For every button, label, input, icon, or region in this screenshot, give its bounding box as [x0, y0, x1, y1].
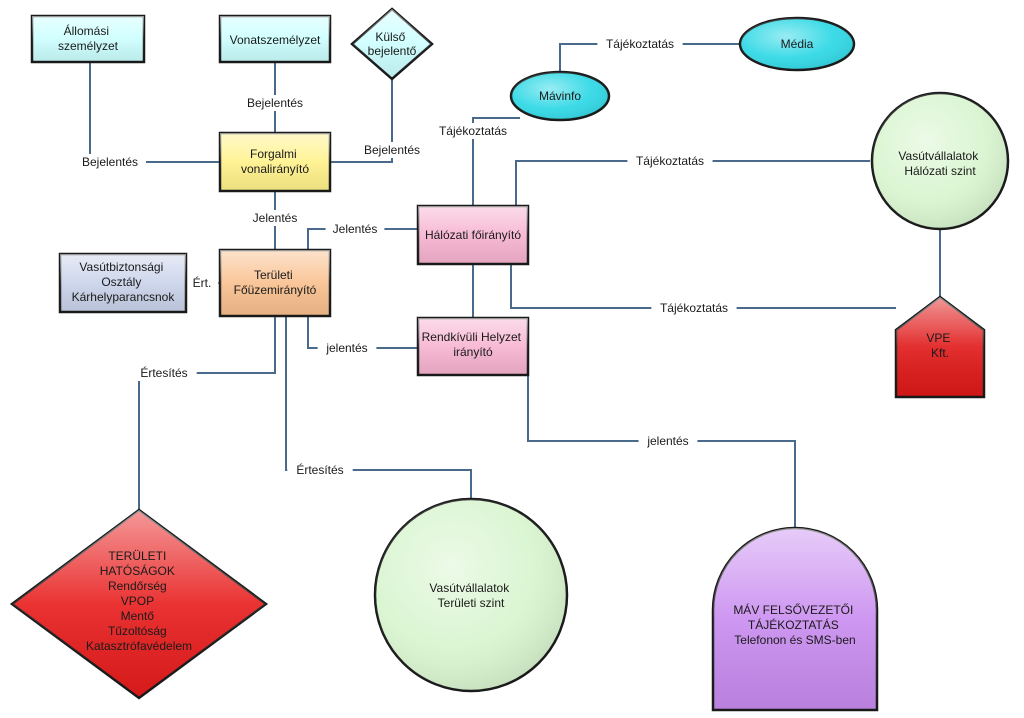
node-rendkivuli-helyzet-iranyito: Rendkívüli Helyzet irányító: [416, 316, 530, 377]
edge-label-bg: [287, 462, 353, 478]
edge-rendkivuli-mav: [527, 375, 796, 545]
node-forgalmi-label: Forgalmi vonalirányító: [241, 147, 309, 176]
node-teruleti-hatosagok: TERÜLETI HATÓSÁGOK Rendőrség VPOP Mentő …: [9, 508, 269, 700]
edge-label-tajekoztatas-vasut: Tájékoztatás: [636, 154, 704, 168]
node-halozati-foiranyito: Hálózati főirányító: [416, 204, 530, 266]
edge-label-bg: [430, 123, 516, 139]
node-vasutbiztonsagi-osztaly: Vasútbiztonsági Osztály Kárhelyparancsno…: [58, 252, 188, 314]
node-allomasi-label: Állomási személyzet: [58, 23, 119, 53]
node-vasutbizt-label: Vasútbiztonsági Osztály Kárhelyparancsno…: [72, 260, 176, 304]
edge-halozati-vasutvall: [515, 160, 870, 206]
node-kulso-bejelento: Külső bejelentő: [350, 7, 434, 81]
edge-label-bejelentes-vonat: Bejelentés: [247, 96, 303, 110]
node-teruleti-fouzemiranyito: Területi Főüzemirányító: [218, 248, 332, 318]
node-teruleti-label: Területi Főüzemirányító: [234, 268, 317, 297]
edge-label-bg: [185, 275, 219, 291]
node-media-label: Média: [781, 37, 814, 51]
edge-label-bg: [356, 142, 428, 158]
edge-label-jelentes-rendkivuli: jelentés: [325, 341, 367, 355]
edge-label-ertesites-hatosagok: Értesítés: [140, 365, 187, 380]
edge-label-tajekoztatas-media: Tájékoztatás: [606, 37, 674, 51]
edge-kulso-forgalmi: [330, 79, 393, 163]
node-vpe-kft: VPE Kft.: [894, 295, 986, 399]
edge-label-bg: [245, 210, 305, 226]
edge-label-bg: [597, 36, 683, 52]
node-vpe-label: VPE Kft.: [926, 331, 953, 360]
edge-teruleti-vasutterul: [285, 316, 472, 500]
node-vonatszemelyzet: Vonatszemélyzet: [218, 14, 332, 64]
edge-label-bg: [627, 153, 713, 169]
node-halozati-label: Hálózati főirányító: [425, 228, 521, 242]
node-hatosagok-label: TERÜLETI HATÓSÁGOK Rendőrség VPOP Mentő …: [86, 549, 192, 653]
node-mav-label: MÁV FELSŐVEZETŐI TÁJÉKOZTATÁS Telefonon …: [733, 602, 856, 647]
node-mavinfo-label: Mávinfo: [539, 89, 581, 103]
edge-halozati-vpe: [510, 264, 896, 309]
node-media: Média: [738, 16, 856, 72]
edge-label-jelentes-mav: jelentés: [646, 434, 688, 448]
edge-label-tajekoztatas-vpe: Tájékoztatás: [660, 301, 728, 315]
edge-labels: BejelentésBejelentésBejelentésJelentésJe…: [74, 36, 737, 478]
edge-label-ertesites-vasut: Értesítés: [296, 462, 343, 477]
edge-label-bg: [317, 340, 377, 356]
edge-label-bg: [638, 433, 698, 449]
node-vasutvall-halozati-label: Vasútvállalatok Hálózati szint: [898, 149, 981, 178]
edge-teruleti-hatosagok: [138, 316, 276, 510]
node-allomasi-szemelyzet: Állomási személyzet: [30, 14, 146, 64]
edge-label-bg: [239, 95, 311, 111]
edge-teruleti-rendkivuli: [307, 316, 418, 349]
edge-label-bg: [74, 154, 146, 170]
node-rendkivuli-label: Rendkívüli Helyzet irányító: [422, 330, 525, 359]
edge-label-bejelentes-allomasi: Bejelentés: [82, 155, 138, 169]
edge-label-bejelentes-kulso: Bejelentés: [364, 143, 420, 157]
node-vasutvallalatok-teruleti: Vasútvállalatok Területi szint: [373, 497, 569, 693]
edge-halozati-mavinfo: [472, 117, 520, 206]
node-mavinfo: Mávinfo: [509, 70, 611, 122]
node-forgalmi-vonaliranyito: Forgalmi vonalirányító: [218, 131, 332, 193]
node-mav-felsovezetoi-tajekoztatas: MÁV FELSŐVEZETŐI TÁJÉKOZTATÁS Telefonon …: [711, 526, 879, 712]
edge-label-bg: [131, 365, 197, 381]
edge-allomasi-forgalmi: [89, 62, 220, 163]
edge-label-ert: Ért.: [193, 275, 212, 290]
node-vasutvallalatok-halozati: Vasútvállalatok Hálózati szint: [870, 91, 1010, 231]
edge-label-bg: [651, 300, 737, 316]
edge-label-jelentes-halozati: Jelentés: [333, 222, 378, 236]
edge-label-jelentes-forgalmi: Jelentés: [253, 211, 298, 225]
edge-label-bg: [325, 221, 385, 237]
edge-label-tajekoztatas-mavinfo: Tájékoztatás: [439, 124, 507, 138]
node-vonat-label: Vonatszemélyzet: [230, 33, 321, 47]
node-vasutvall-teruleti-label: Vasútvállalatok Területi szint: [429, 581, 512, 610]
node-kulso-label: Külső bejelentő: [368, 30, 417, 58]
